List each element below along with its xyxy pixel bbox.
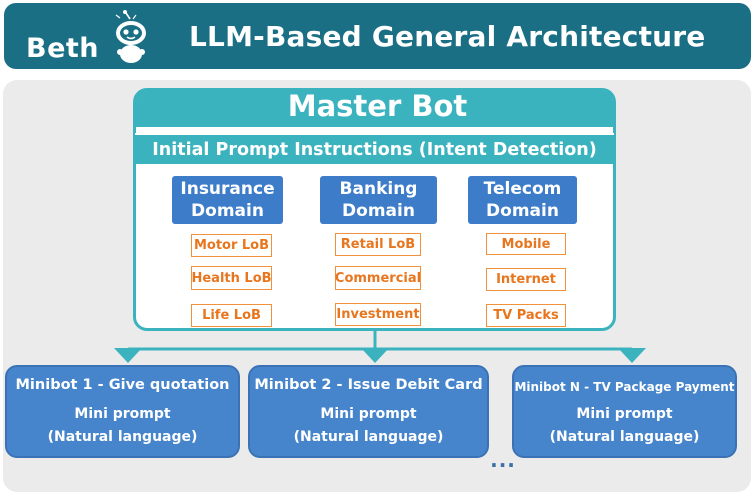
lob-item: Life LoB — [191, 304, 272, 327]
minibot-1: Minibot 1 - Give quotation Mini prompt (… — [5, 365, 240, 458]
lob-item: Health LoB — [191, 266, 272, 290]
master-bot-header — [136, 91, 613, 127]
minibot-title: Minibot N - TV Package Payment — [514, 380, 735, 394]
header-bar: Beth LLM-Based General Architecture — [4, 3, 751, 69]
arrow-minibot-2 — [361, 348, 389, 363]
minibot-prompt-label: Mini prompt — [576, 406, 673, 422]
domain-label-line2: Domain — [486, 201, 559, 221]
domain-label-line2: Domain — [191, 201, 264, 221]
lob-item: Investment — [335, 303, 421, 326]
minibot-2: Minibot 2 - Issue Debit Card Mini prompt… — [248, 365, 489, 458]
minibot-prompt-type: (Natural language) — [549, 429, 700, 445]
lob-item: Internet — [486, 268, 566, 291]
minibot-prompt-label: Mini prompt — [320, 406, 417, 422]
minibot-title: Minibot 1 - Give quotation — [15, 377, 230, 393]
robot-mascot-icon — [115, 10, 146, 63]
lob-item: Retail LoB — [335, 233, 421, 256]
domain-telecom: Telecom Domain — [468, 176, 577, 224]
lob-item: Commercial — [335, 266, 421, 290]
page-title: LLM-Based General Architecture — [189, 20, 706, 53]
minibot-title: Minibot 2 - Issue Debit Card — [254, 377, 483, 393]
minibot-n: Minibot N - TV Package Payment Mini prom… — [512, 365, 737, 458]
lob-item: TV Packs — [486, 304, 566, 327]
domain-label-line1: Telecom — [483, 179, 562, 199]
intent-detection-bar: Initial Prompt Instructions (Intent Dete… — [135, 133, 614, 164]
lob-item: Motor LoB — [191, 234, 272, 257]
more-minibots-ellipsis: ... — [490, 448, 516, 472]
domain-label-line2: Domain — [342, 201, 415, 221]
minibot-prompt-type: (Natural language) — [293, 429, 444, 445]
minibot-prompt-label: Mini prompt — [74, 406, 171, 422]
domain-insurance: Insurance Domain — [172, 176, 283, 224]
arrow-minibot-n — [618, 348, 646, 363]
beth-logo: Beth — [26, 9, 166, 67]
logo-text: Beth — [26, 33, 100, 64]
minibot-prompt-type: (Natural language) — [47, 429, 198, 445]
lob-item: Mobile — [486, 233, 566, 255]
domain-label-line1: Insurance — [180, 179, 275, 199]
master-bot-title: Master Bot — [287, 89, 468, 123]
domain-banking: Banking Domain — [320, 176, 437, 224]
domain-label-line1: Banking — [339, 179, 418, 199]
arrow-minibot-1 — [114, 348, 142, 363]
